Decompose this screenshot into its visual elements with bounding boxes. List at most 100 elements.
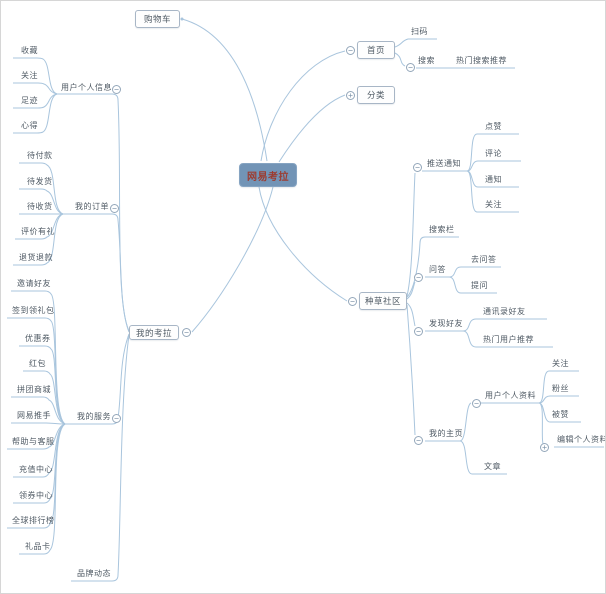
node-search[interactable]: 搜索 xyxy=(418,56,435,65)
node-comment[interactable]: 评论 xyxy=(485,149,502,158)
branch-line xyxy=(538,402,546,448)
node-community[interactable]: 种草社区 xyxy=(359,292,407,310)
node-cart[interactable]: 购物车 xyxy=(135,10,180,28)
branch-line xyxy=(406,172,416,297)
node-group-mall[interactable]: 拼团商城 xyxy=(17,385,51,394)
expand-icon[interactable]: + xyxy=(346,91,355,100)
node-search-bar[interactable]: 搜索栏 xyxy=(429,225,455,234)
branch-line xyxy=(406,281,416,300)
central-topic[interactable]: 网易考拉 xyxy=(239,163,297,187)
node-notes[interactable]: 心得 xyxy=(21,121,38,130)
node-review-gift[interactable]: 评价有礼 xyxy=(21,227,55,236)
branch-line xyxy=(462,330,553,348)
collapse-icon[interactable]: − xyxy=(414,436,423,445)
branch-line xyxy=(13,82,58,95)
branch-line xyxy=(258,186,348,302)
node-my-orders[interactable]: 我的订单 xyxy=(75,202,109,211)
branch-line xyxy=(13,93,58,134)
branch-line xyxy=(15,213,64,240)
node-find-friends[interactable]: 发现好友 xyxy=(429,319,463,328)
node-category[interactable]: 分类 xyxy=(357,86,395,104)
link-dot xyxy=(180,17,184,21)
branch-line xyxy=(57,93,130,332)
node-follow-a[interactable]: 关注 xyxy=(485,200,502,209)
expand-icon[interactable]: + xyxy=(540,443,549,452)
node-like[interactable]: 点赞 xyxy=(485,122,502,131)
node-liked[interactable]: 被赞 xyxy=(552,410,569,419)
node-edit-profile[interactable]: 编辑个人资料 xyxy=(557,435,606,444)
node-coupon[interactable]: 优惠券 xyxy=(25,334,51,343)
branch-line xyxy=(466,160,521,172)
branch-line xyxy=(459,440,507,475)
node-my-services[interactable]: 我的服务 xyxy=(77,412,111,421)
node-fans[interactable]: 粉丝 xyxy=(552,384,569,393)
collapse-icon[interactable]: − xyxy=(110,204,119,213)
node-qa[interactable]: 问答 xyxy=(429,265,446,274)
collapse-icon[interactable]: − xyxy=(346,46,355,55)
branch-line xyxy=(278,94,346,163)
node-notice[interactable]: 通知 xyxy=(485,175,502,184)
branch-line xyxy=(11,422,66,425)
node-home[interactable]: 首页 xyxy=(357,41,395,59)
collapse-icon[interactable]: − xyxy=(413,163,422,172)
node-my-homepage[interactable]: 我的主页 xyxy=(429,429,463,438)
node-to-ship[interactable]: 待发货 xyxy=(27,177,53,186)
collapse-icon[interactable]: − xyxy=(406,63,415,72)
branch-line xyxy=(462,318,547,332)
collapse-icon[interactable]: − xyxy=(182,328,191,337)
branch-line xyxy=(7,317,66,425)
node-footprint[interactable]: 足迹 xyxy=(21,96,38,105)
node-hot-search[interactable]: 热门搜索推荐 xyxy=(456,56,507,65)
branch-line xyxy=(181,18,268,162)
node-checkin-gift[interactable]: 签到领礼包 xyxy=(12,306,55,315)
collapse-icon[interactable]: − xyxy=(112,414,121,423)
node-invite[interactable]: 邀请好友 xyxy=(17,279,51,288)
branch-line xyxy=(466,133,519,172)
collapse-icon[interactable]: − xyxy=(414,273,423,282)
node-help-service[interactable]: 帮助与客服 xyxy=(12,437,55,446)
collapse-icon[interactable]: − xyxy=(414,327,423,336)
branch-line xyxy=(63,213,130,333)
branch-line xyxy=(394,52,406,67)
node-my-kaola[interactable]: 我的考拉 xyxy=(129,325,179,340)
branch-line xyxy=(7,423,66,450)
node-scan[interactable]: 扫码 xyxy=(411,27,428,36)
node-coupon-center[interactable]: 领券中心 xyxy=(19,491,53,500)
node-recharge-center[interactable]: 充值中心 xyxy=(19,465,53,474)
node-follow-c[interactable]: 关注 xyxy=(21,71,38,80)
branch-line xyxy=(13,93,58,109)
node-hot-users[interactable]: 热门用户推荐 xyxy=(483,335,534,344)
collapse-icon[interactable]: − xyxy=(348,297,357,306)
branch-line xyxy=(23,370,66,425)
node-brand-news[interactable]: 品牌动态 xyxy=(77,569,111,578)
node-global-ranking[interactable]: 全球排行榜 xyxy=(12,516,55,525)
node-refund[interactable]: 退货退款 xyxy=(19,253,53,262)
node-tuishou[interactable]: 网易推手 xyxy=(17,411,51,420)
node-article[interactable]: 文章 xyxy=(484,462,501,471)
node-follow-b[interactable]: 关注 xyxy=(552,359,569,368)
branch-line xyxy=(19,423,66,555)
branch-line xyxy=(466,170,519,213)
node-to-pay[interactable]: 待付款 xyxy=(27,151,53,160)
branch-line xyxy=(260,50,346,162)
node-favorites[interactable]: 收藏 xyxy=(21,46,38,55)
branch-line xyxy=(448,266,501,278)
branch-line xyxy=(191,186,274,333)
node-red-packet[interactable]: 红包 xyxy=(29,359,46,368)
node-ask[interactable]: 提问 xyxy=(471,281,488,290)
branch-line xyxy=(13,423,66,478)
node-go-qa[interactable]: 去问答 xyxy=(471,255,497,264)
node-push-notice[interactable]: 推送通知 xyxy=(427,159,461,168)
branch-line xyxy=(11,396,66,425)
node-gift-card[interactable]: 礼品卡 xyxy=(25,542,51,551)
collapse-icon[interactable]: − xyxy=(472,399,481,408)
collapse-icon[interactable]: − xyxy=(112,85,121,94)
branch-line xyxy=(71,334,130,582)
node-user-info[interactable]: 用户个人信息 xyxy=(61,83,112,92)
node-contacts-friends[interactable]: 通讯录好友 xyxy=(483,307,526,316)
branch-line xyxy=(13,213,64,266)
node-profile[interactable]: 用户个人资料 xyxy=(485,391,536,400)
branch-line xyxy=(406,304,416,436)
node-to-receive[interactable]: 待收货 xyxy=(27,202,53,211)
